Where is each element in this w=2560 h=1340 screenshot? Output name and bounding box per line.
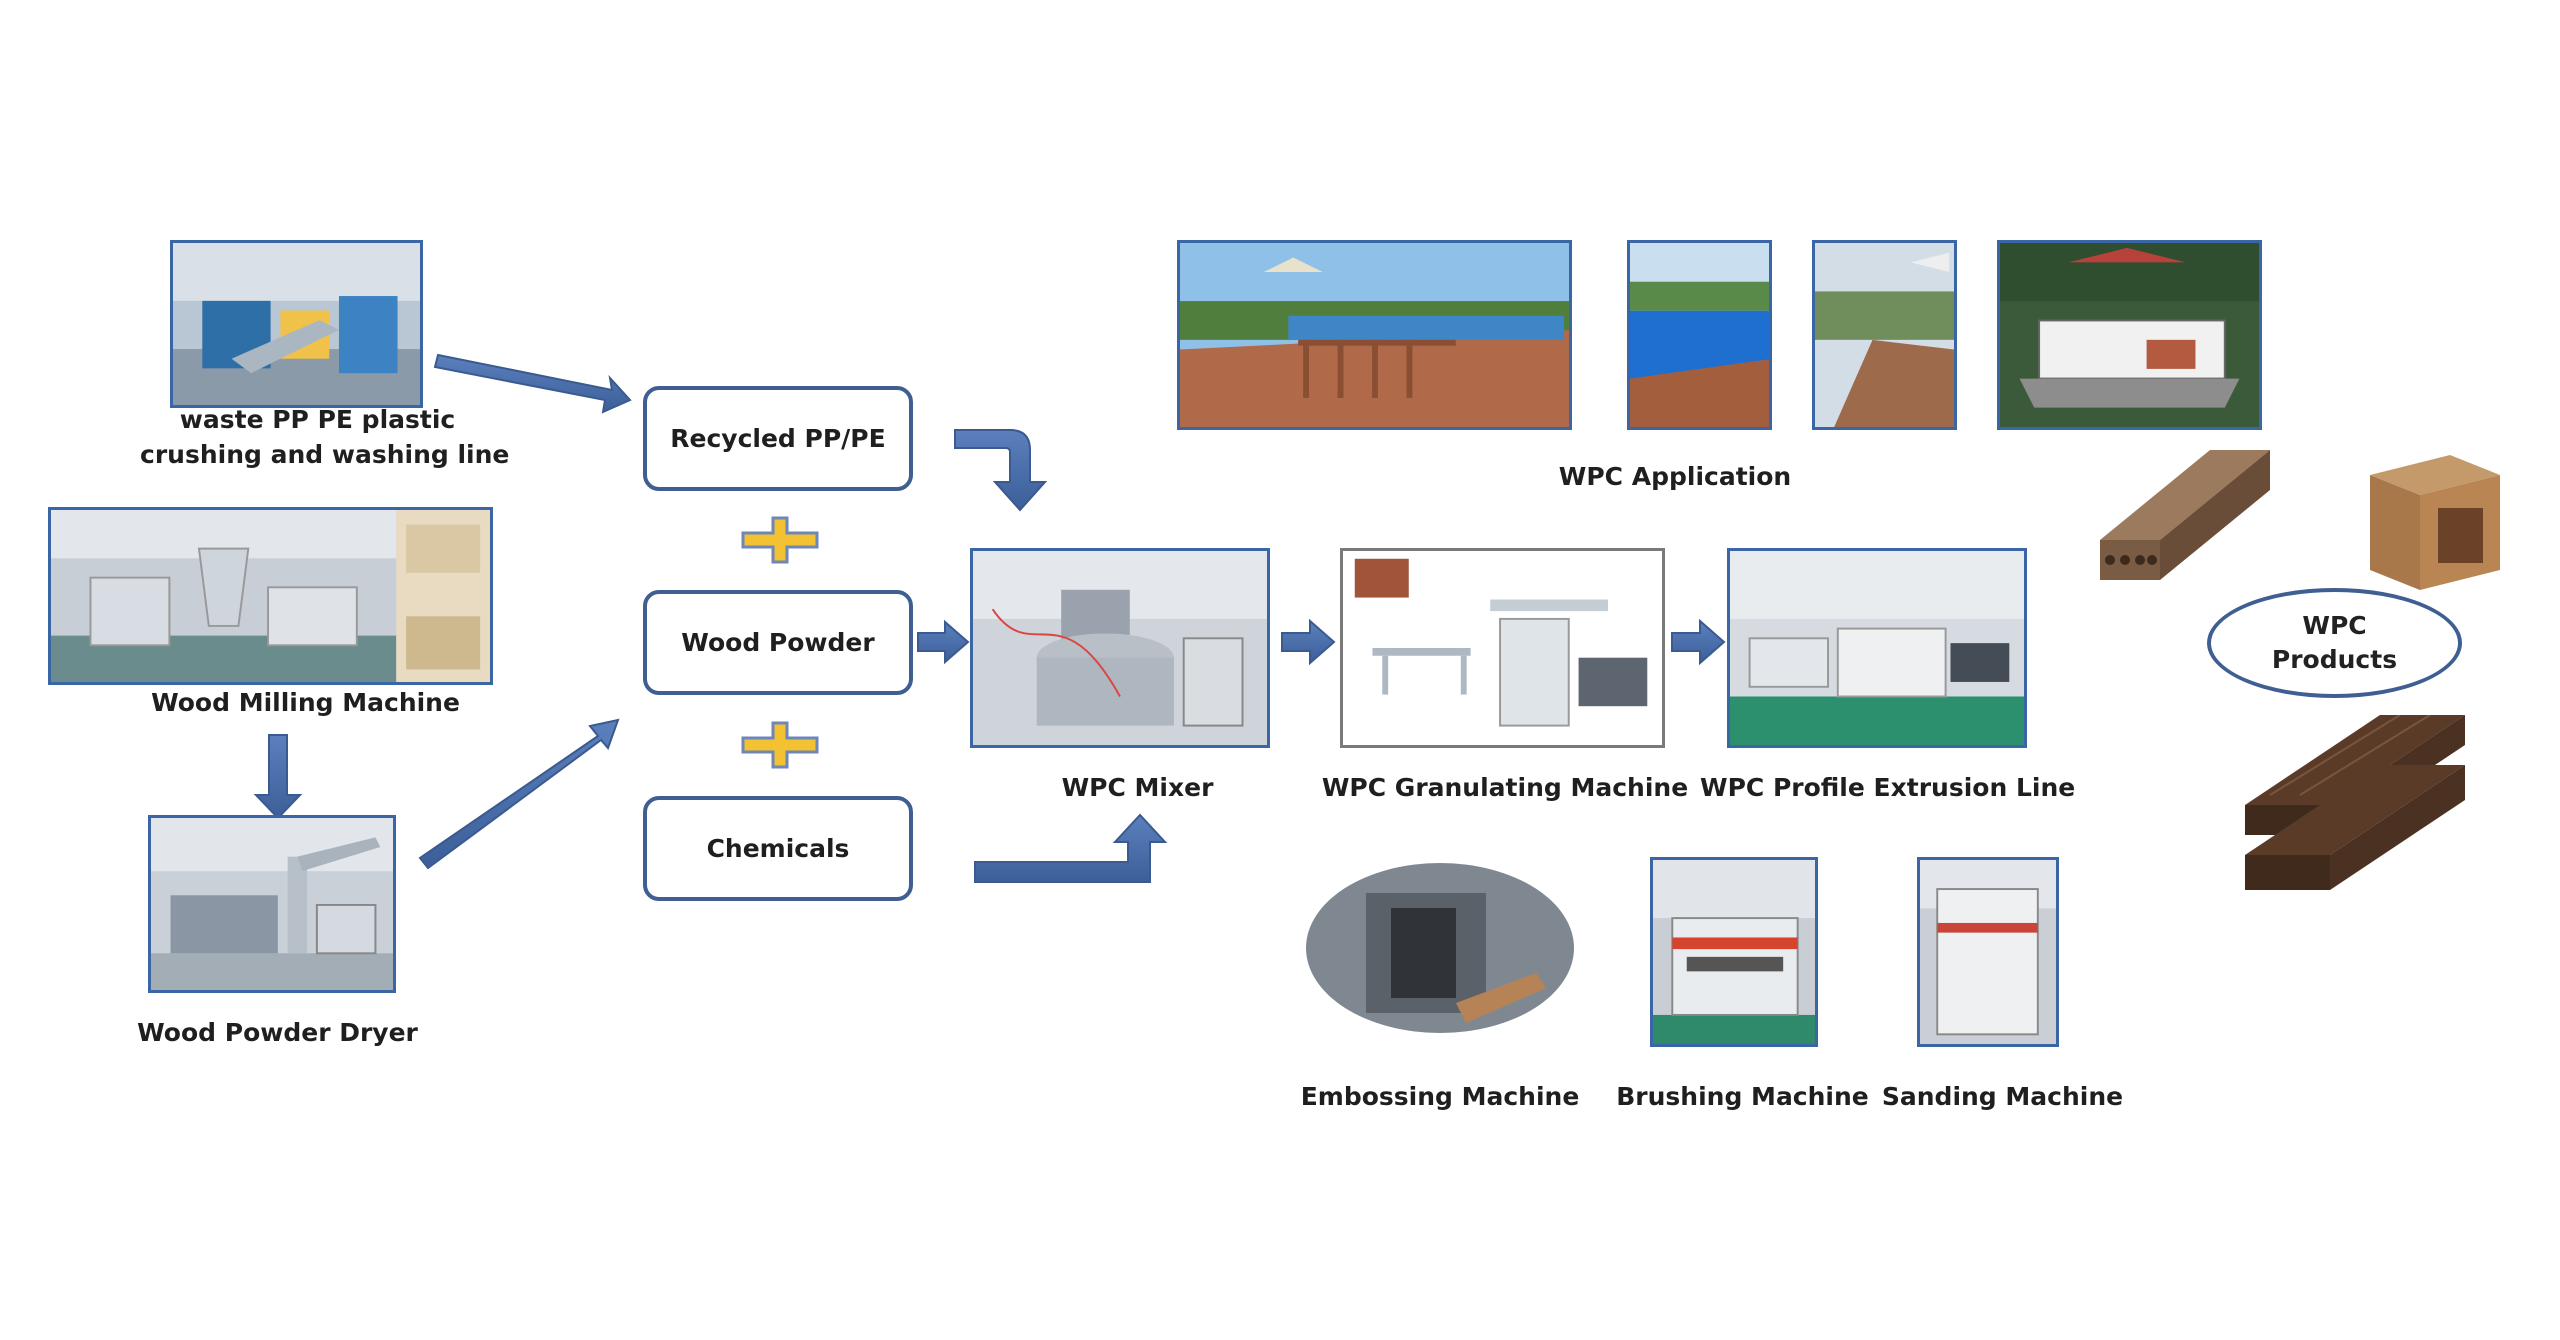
brushing-machine-photo <box>1650 857 1818 1047</box>
arrow-dryer-to-mix <box>418 718 620 870</box>
embossing-caption: Embossing Machine <box>1300 1082 1580 1111</box>
plastic-line-caption: waste PP PE plastic crushing and washing… <box>140 402 510 472</box>
wood-powder-dryer-photo <box>148 815 396 993</box>
sanding-machine-photo <box>1917 857 2059 1047</box>
arrow-milling-to-dryer <box>253 734 303 820</box>
hollow-decking-board-icon <box>2100 450 2270 580</box>
arrow-recycled-to-mixer <box>954 429 1048 512</box>
embossing-machine-photo <box>1306 863 1574 1033</box>
wpc-mixer-photo <box>970 548 1270 748</box>
arrow-mixer-to-granulating <box>1281 618 1336 666</box>
plastic-line-caption-line1: waste PP PE plastic <box>179 405 456 434</box>
plastic-crushing-line-photo <box>170 240 423 408</box>
sanding-caption: Sanding Machine <box>1881 1082 2124 1111</box>
dryer-caption: Wood Powder Dryer <box>137 1018 418 1047</box>
arrow-chemicals-to-mixer <box>974 813 1168 883</box>
wpc-products-line1: WPC <box>2302 611 2367 641</box>
plus-icon <box>741 721 819 769</box>
arrow-woodpowder-to-mixer <box>917 619 970 665</box>
chemicals-label: Chemicals <box>706 834 850 863</box>
application-gazebo-photo <box>1997 240 2262 430</box>
plastic-line-caption-line2: crushing and washing line <box>140 440 510 469</box>
application-deck-railing-photo <box>1177 240 1572 430</box>
embossed-decking-board-icon <box>2245 715 2465 890</box>
chemicals-box: Chemicals <box>643 796 913 901</box>
milling-caption: Wood Milling Machine <box>151 688 460 717</box>
extrusion-caption: WPC Profile Extrusion Line <box>1700 773 2076 802</box>
application-caption: WPC Application <box>1558 462 1792 491</box>
wood-powder-label: Wood Powder <box>681 628 875 657</box>
wood-milling-photo <box>48 507 493 685</box>
square-post-icon <box>2370 455 2500 590</box>
mixer-caption: WPC Mixer <box>1061 773 1214 802</box>
plus-icon <box>741 516 819 564</box>
wood-powder-box: Wood Powder <box>643 590 913 695</box>
granulating-machine-photo <box>1340 548 1665 748</box>
extrusion-line-photo <box>1727 548 2027 748</box>
recycled-ppe-label: Recycled PP/PE <box>670 424 886 453</box>
recycled-ppe-box: Recycled PP/PE <box>643 386 913 491</box>
wpc-products-line2: Products <box>2271 645 2398 674</box>
granulating-caption: WPC Granulating Machine <box>1321 773 1689 802</box>
application-walkway-photo <box>1812 240 1957 430</box>
arrow-granulating-to-extrusion <box>1671 618 1726 666</box>
application-pool-photo <box>1627 240 1772 430</box>
brushing-caption: Brushing Machine <box>1616 1082 1869 1111</box>
wpc-products-oval: WPC Products <box>2207 588 2462 698</box>
